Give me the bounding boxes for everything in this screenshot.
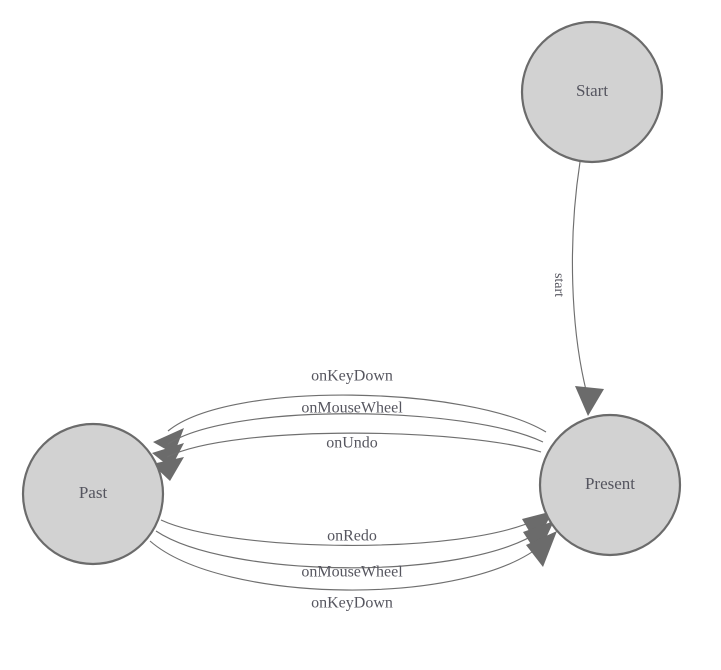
- edge-present-to-past-onundo-arrowhead: [152, 457, 184, 481]
- edge-label-start: start: [551, 273, 566, 297]
- edge-label-past-present-onkeydown: onKeyDown: [311, 595, 393, 612]
- edge-past-to-present-onmousewheel-arrowhead: [523, 521, 554, 555]
- edge-start-to-present-path: [571, 161, 589, 399]
- edge-present-to-past-onmousewheel-path: [167, 413, 544, 445]
- edge-past-to-present-onredo-path: [160, 518, 539, 546]
- edge-present-to-past-onundo[interactable]: onUndo: [152, 432, 542, 481]
- edge-label-past-present-onredo: onRedo: [327, 528, 377, 545]
- node-past[interactable]: Past: [21, 422, 165, 566]
- node-start[interactable]: Start: [520, 20, 664, 164]
- edge-past-to-present-onredo[interactable]: onRedo: [160, 511, 553, 546]
- node-past-label: Past: [79, 483, 108, 502]
- node-start-circle: [520, 20, 664, 164]
- edge-past-to-present-onmousewheel-path: [155, 530, 541, 569]
- edge-past-to-present-onmousewheel[interactable]: onMouseWheel: [155, 521, 554, 581]
- edge-present-to-past-onkeydown-path: [167, 394, 547, 433]
- edge-present-to-past-onmousewheel[interactable]: onMouseWheel: [152, 400, 544, 468]
- edge-present-to-past-onmousewheel-arrowhead: [152, 443, 184, 468]
- node-present[interactable]: Present: [538, 413, 682, 557]
- node-present-label: Present: [585, 474, 635, 493]
- edge-label-present-past-onkeydown: onKeyDown: [311, 368, 393, 385]
- edge-past-to-present-onkeydown[interactable]: onKeyDown: [149, 531, 557, 612]
- edge-label-present-past-onundo: onUndo: [326, 435, 378, 452]
- node-start-label: Start: [576, 81, 608, 100]
- edge-label-past-present-onmousewheel: onMouseWheel: [301, 564, 403, 581]
- edge-past-to-present-onkeydown-path: [149, 540, 545, 591]
- node-past-circle: [21, 422, 165, 566]
- edge-start-to-present[interactable]: start: [551, 161, 604, 416]
- edge-label-present-past-onmousewheel: onMouseWheel: [301, 400, 403, 417]
- edge-present-to-past-onundo-path: [166, 432, 542, 458]
- edge-past-to-present-onkeydown-arrowhead: [526, 531, 557, 567]
- node-present-circle: [538, 413, 682, 557]
- edge-start-to-present-arrowhead: [575, 386, 604, 416]
